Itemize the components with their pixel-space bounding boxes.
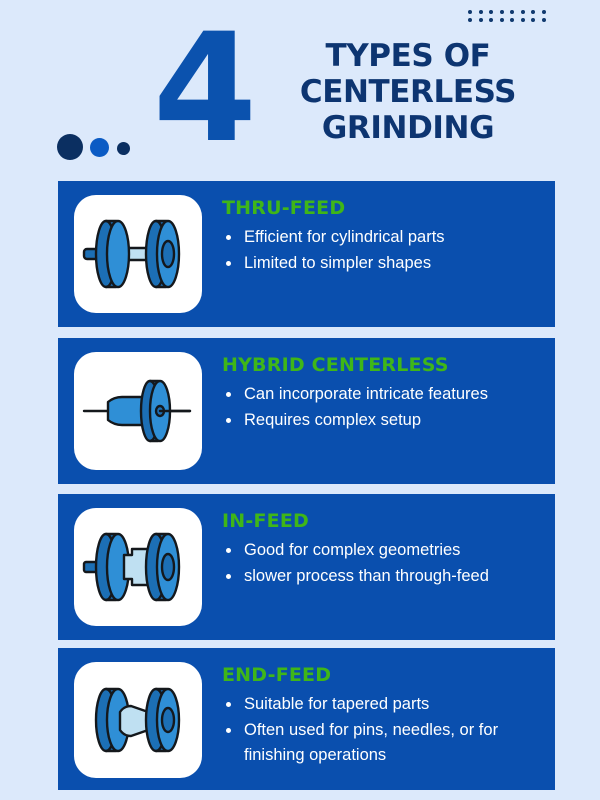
card-bullet-list: Can incorporate intricate features Requi…: [222, 382, 545, 433]
list-item: Can incorporate intricate features: [222, 382, 545, 407]
icon-tile: [74, 662, 202, 778]
dumbbell-tapered-shaft-icon: [82, 674, 194, 766]
card-bullet-list: Suitable for tapered parts Often used fo…: [222, 692, 545, 768]
icon-tile: [74, 195, 202, 313]
page-title-line-2: CENTERLESS: [299, 74, 517, 110]
list-item: Good for complex geometries: [222, 538, 545, 563]
list-item: Efficient for cylindrical parts: [222, 225, 545, 250]
list-item: Requires complex setup: [222, 408, 545, 433]
big-number: 4: [152, 2, 257, 176]
icon-tile: [74, 352, 202, 470]
card-bullet-list: Good for complex geometries slower proce…: [222, 538, 545, 589]
card-thru-feed: THRU-FEED Efficient for cylindrical part…: [58, 181, 555, 327]
card-body: THRU-FEED Efficient for cylindrical part…: [202, 181, 555, 277]
list-item: Suitable for tapered parts: [222, 692, 545, 717]
small-navy-dot: [117, 142, 130, 155]
page-title-line-3: GRINDING: [321, 110, 495, 146]
card-hybrid-centerless: HYBRID CENTERLESS Can incorporate intric…: [58, 338, 555, 484]
card-body: IN-FEED Good for complex geometries slow…: [202, 494, 555, 590]
list-item: slower process than through-feed: [222, 564, 545, 589]
card-bullet-list: Efficient for cylindrical parts Limited …: [222, 225, 545, 276]
card-body: END-FEED Suitable for tapered parts Ofte…: [202, 648, 555, 769]
card-title: END-FEED: [222, 664, 332, 686]
card-end-feed: END-FEED Suitable for tapered parts Ofte…: [58, 648, 555, 790]
page-title: TYPES OF CENTERLESS GRINDING: [258, 38, 558, 146]
large-navy-dot: [57, 134, 83, 160]
card-title: HYBRID CENTERLESS: [222, 354, 449, 376]
card-in-feed: IN-FEED Good for complex geometries slow…: [58, 494, 555, 640]
dumbbell-double-disc-icon: [82, 208, 194, 300]
card-title: THRU-FEED: [222, 197, 346, 219]
page-title-line-1: TYPES OF: [325, 38, 491, 74]
header: 4 TYPES OF CENTERLESS GRINDING: [0, 0, 600, 178]
list-item: Limited to simpler shapes: [222, 251, 545, 276]
dumbbell-stepped-shaft-icon: [82, 521, 194, 613]
card-body: HYBRID CENTERLESS Can incorporate intric…: [202, 338, 555, 434]
icon-tile: [74, 508, 202, 626]
list-item: Often used for pins, needles, or for fin…: [222, 718, 545, 768]
medium-blue-dot: [90, 138, 109, 157]
dot-grid-decoration: [468, 10, 552, 26]
accent-dots-decoration: [57, 134, 147, 164]
card-title: IN-FEED: [222, 510, 309, 532]
shaft-single-disc-icon: [82, 365, 194, 457]
